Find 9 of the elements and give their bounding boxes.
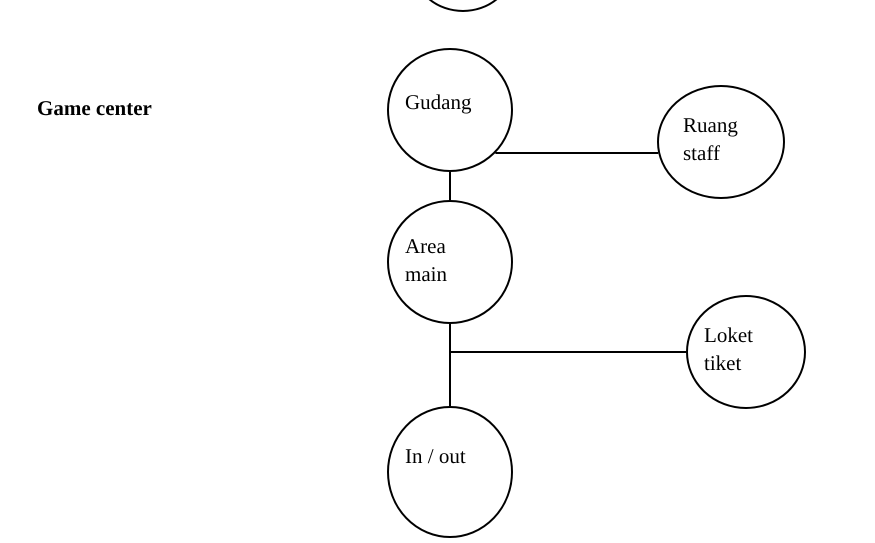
connector-line [495, 152, 658, 154]
node-label: In / out [405, 443, 467, 470]
node-label: Ruang staff [683, 112, 739, 167]
connector-line [449, 324, 451, 406]
node-label: Gudang [405, 89, 472, 116]
diagram-title: Game center [37, 96, 152, 121]
connector-line [449, 172, 451, 200]
node-label: Area main [405, 233, 448, 288]
node-label: Loket tiket [704, 322, 754, 377]
